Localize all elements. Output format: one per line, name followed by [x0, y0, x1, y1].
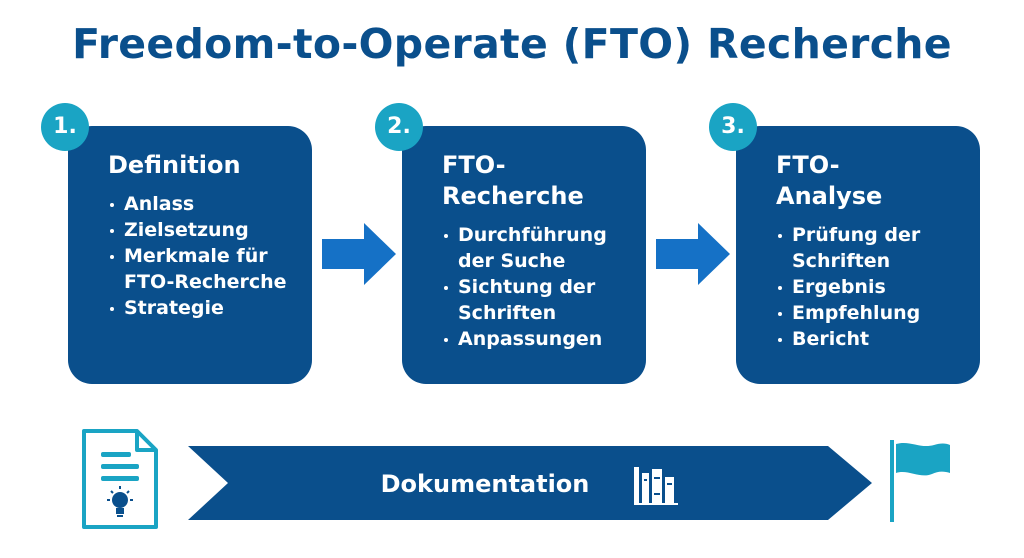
step-title: FTO- Recherche	[442, 150, 632, 212]
step-title: Definition	[108, 150, 298, 181]
step-item-list: Prüfung der Schriften Ergebnis Empfehlun…	[776, 222, 966, 352]
step-title-line: Analyse	[776, 182, 883, 210]
documentation-label: Dokumentation	[380, 470, 590, 498]
list-item: Zielsetzung	[108, 217, 298, 243]
list-item: Empfehlung	[776, 300, 966, 326]
step-box-fto-recherche: FTO- Recherche Durchführung der Suche Si…	[402, 126, 646, 384]
step-title: FTO- Analyse	[776, 150, 966, 212]
step-title-line: FTO-	[776, 151, 840, 179]
step-box-fto-analyse: FTO- Analyse Prüfung der Schriften Ergeb…	[736, 126, 980, 384]
list-item: Ergebnis	[776, 274, 966, 300]
list-item: Sichtung der Schriften	[442, 274, 628, 326]
list-item: Prüfung der Schriften	[776, 222, 962, 274]
step-title-line: FTO-	[442, 151, 506, 179]
flag-icon	[890, 440, 950, 522]
step-item-list: Anlass Zielsetzung Merkmale für FTO-Rech…	[108, 191, 298, 321]
documentation-banner	[188, 446, 872, 520]
list-item: Anpassungen	[442, 326, 632, 352]
arrow-right-icon	[322, 223, 396, 285]
step-title-line: Recherche	[442, 182, 584, 210]
list-item: Anlass	[108, 191, 298, 217]
books-icon	[634, 467, 678, 505]
step-title-line: Definition	[108, 151, 241, 179]
step-item-list: Durchführung der Suche Sichtung der Schr…	[442, 222, 632, 352]
step-number-badge: 2.	[375, 103, 423, 151]
step-number-badge: 3.	[709, 103, 757, 151]
list-item: Merkmale für FTO-Recherche	[108, 243, 294, 295]
step-box-definition: Definition Anlass Zielsetzung Merkmale f…	[68, 126, 312, 384]
list-item: Durchführung der Suche	[442, 222, 636, 274]
list-item: Bericht	[776, 326, 966, 352]
arrow-right-icon	[656, 223, 730, 285]
list-item: Strategie	[108, 295, 298, 321]
step-number-badge: 1.	[41, 103, 89, 151]
document-lightbulb-icon	[82, 429, 158, 529]
page-title: Freedom-to-Operate (FTO) Recherche	[72, 20, 952, 68]
